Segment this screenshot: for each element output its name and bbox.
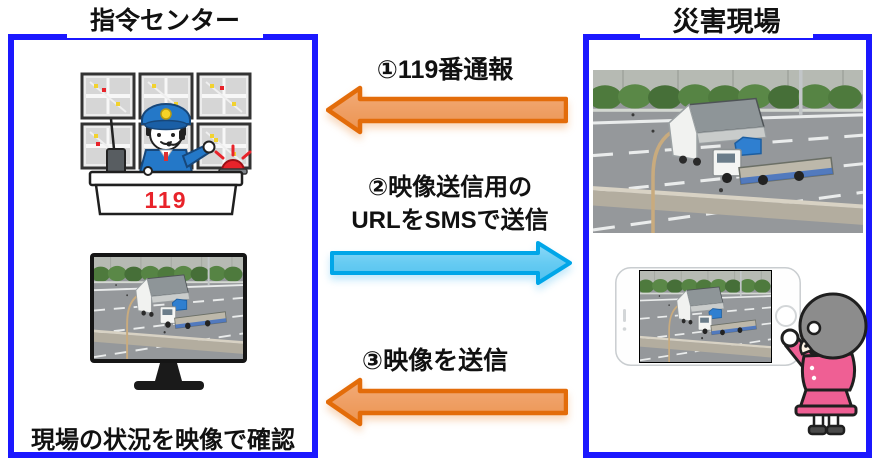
smartphone-icon bbox=[615, 267, 801, 366]
arrow3-send-video-left-icon bbox=[326, 377, 568, 427]
monitor-accident-video bbox=[90, 253, 247, 390]
reporter-illustration bbox=[780, 292, 868, 436]
arrow2-sms-url-right-icon bbox=[330, 241, 572, 285]
arrow1-call-119-left-icon bbox=[326, 85, 568, 135]
highway-accident-photo bbox=[593, 70, 863, 233]
dispatch-operator-illustration: 119 bbox=[80, 72, 252, 216]
arrow2-label-line2: URLをSMSで送信 bbox=[351, 207, 549, 234]
left-panel-caption: 現場の状況を映像で確認 bbox=[31, 427, 295, 454]
arrow2-label: ②映像送信用の URLをSMSで送信 bbox=[330, 171, 570, 237]
home-button-icon bbox=[775, 305, 797, 327]
desk-119-label: 119 bbox=[144, 187, 187, 213]
arrow2-label-line1: ②映像送信用の bbox=[367, 174, 533, 201]
command-center-title: 指令センター bbox=[67, 0, 263, 38]
arrow1-label: ①119番通報 bbox=[376, 56, 514, 84]
disaster-site-title: 災害現場 bbox=[640, 0, 813, 38]
arrow3-label: ③映像を送信 bbox=[361, 347, 509, 375]
